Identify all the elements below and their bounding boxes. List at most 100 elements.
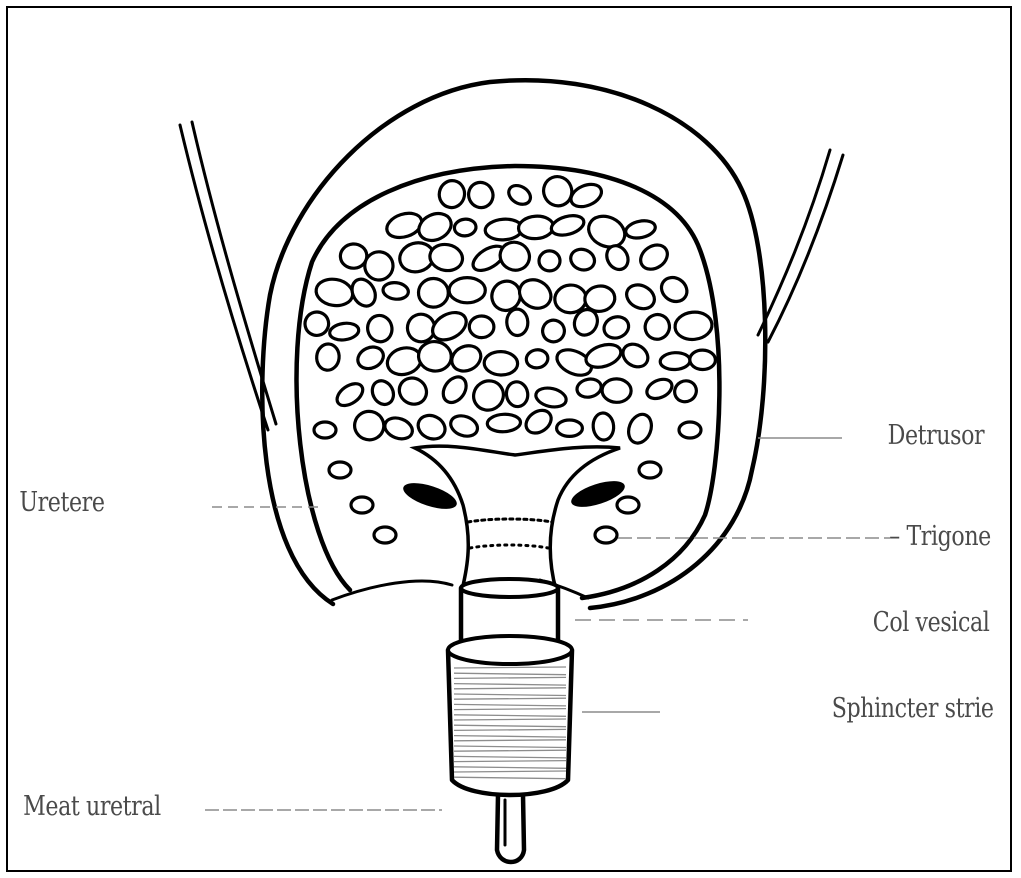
- trabecula-cell: [314, 422, 336, 438]
- urethra-tube: [497, 795, 524, 862]
- sphincter-fiber: [454, 750, 566, 751]
- trabecula-cell: [525, 348, 549, 369]
- trabecula-cell: [368, 377, 397, 408]
- trabecula-cell: [329, 462, 351, 478]
- sphincter-fiber: [454, 704, 566, 706]
- sphincter-fiber: [454, 667, 566, 668]
- trabecula-cell: [314, 276, 355, 308]
- sphincter-fiber: [454, 677, 566, 678]
- trabecula-cell: [414, 208, 455, 245]
- trabecula-cell: [660, 352, 691, 370]
- sphincter-fiber: [454, 694, 566, 696]
- trabecula-cell: [505, 380, 530, 408]
- label-detrusor: Detrusor: [888, 420, 985, 451]
- sphincter-fiber: [454, 715, 566, 717]
- trabecula-cell: [428, 242, 465, 274]
- trabecula-cell: [329, 321, 360, 341]
- trabecula-cell: [540, 317, 568, 345]
- trabecula-cell: [417, 339, 454, 373]
- sphincter-fiber: [454, 777, 566, 779]
- trabecula-cell: [623, 280, 659, 313]
- label-uretere: Uretere: [19, 487, 104, 518]
- trabecula-cell: [365, 313, 395, 344]
- label-meat-uretral: Meat uretral: [23, 791, 161, 822]
- trabecula-cell: [592, 412, 615, 441]
- trabecula-cell: [549, 212, 586, 238]
- trabecula-cell: [619, 340, 652, 372]
- trabecula-cell: [382, 414, 415, 442]
- trabecula-cell: [514, 274, 556, 313]
- trabecula-cell: [518, 215, 554, 240]
- trabecula-cell: [506, 309, 528, 336]
- trabecula-cell: [639, 462, 661, 478]
- sphincter-fiber: [454, 746, 566, 748]
- trabecula-cell: [601, 313, 631, 341]
- trabecula-cell: [315, 343, 340, 371]
- trabecula-cell: [625, 411, 656, 446]
- trabecula-cell: [303, 310, 331, 338]
- trabecula-cell: [568, 180, 605, 211]
- trabecula-cell: [449, 278, 485, 303]
- sphincter-fiber: [454, 767, 566, 769]
- trabecula-cell: [448, 341, 485, 376]
- trabecula-cell: [382, 281, 409, 300]
- trabecula-cell: [602, 378, 632, 402]
- trabecula-cell: [644, 376, 675, 403]
- trabecula-cell: [333, 379, 367, 410]
- sphincter-fiber: [454, 709, 566, 710]
- label-sphincter-strie: Sphincter strie: [832, 693, 994, 724]
- sphincter-fiber: [454, 729, 566, 730]
- sphincter-fiber: [454, 688, 566, 689]
- trabecula-cell: [363, 250, 394, 281]
- trabecula-cell: [354, 343, 386, 372]
- striated-sphincter: [448, 636, 572, 795]
- trabecula-cell: [484, 351, 518, 376]
- trabecula-cell: [465, 178, 497, 211]
- trabecula-cell: [496, 238, 534, 275]
- trabecula-cell: [557, 420, 583, 436]
- trabecula-cell: [636, 240, 672, 274]
- trabecula-cell: [468, 375, 509, 416]
- sphincter-fiber: [454, 756, 566, 758]
- trabecula-cell: [505, 182, 534, 208]
- trabecula-cell: [671, 377, 700, 406]
- trabecula-cell: [679, 422, 701, 438]
- trabecula-cell: [641, 310, 674, 343]
- trabecula-cell: [617, 497, 639, 513]
- sphincter-fiber: [454, 740, 566, 741]
- trabecula-cell: [674, 310, 714, 341]
- trabecula-cell: [539, 251, 560, 271]
- trabecula-cell: [595, 527, 617, 543]
- trabecula-cell: [414, 411, 449, 443]
- trabecula-cell: [575, 377, 603, 399]
- trabecula-cell: [584, 211, 630, 253]
- label-col-vesical: Col vesical: [873, 607, 990, 638]
- trabecula-cell: [428, 307, 471, 345]
- trabecula-cell: [374, 527, 396, 543]
- right-ureter: [758, 150, 843, 342]
- trabecula-cell: [689, 350, 715, 370]
- sphincter-fiber: [454, 684, 566, 686]
- sphincter-fiber: [454, 698, 566, 699]
- trabecula-cell: [487, 413, 521, 432]
- sphincter-fiber: [454, 771, 566, 772]
- trabecula-cell: [568, 246, 598, 273]
- trabecula-cell: [583, 340, 624, 371]
- trabecula-cell: [534, 385, 568, 409]
- trabecula-cell: [351, 497, 373, 513]
- trabecula-cell: [448, 412, 481, 439]
- trabecula-cell: [624, 218, 657, 240]
- trabecula-cell: [439, 373, 471, 407]
- trabecula-cell: [522, 406, 556, 438]
- trabecula-cell: [454, 218, 477, 237]
- trabecula-cell: [469, 316, 494, 338]
- sphincter-fiber: [454, 761, 566, 762]
- sphincter-fiber: [454, 725, 566, 727]
- trabecula-cell: [352, 409, 386, 443]
- label-trigone: – Trigone: [889, 521, 991, 552]
- trabecula-cell: [539, 172, 576, 210]
- trabecula-cell: [657, 273, 692, 307]
- trabecula-cell: [437, 178, 467, 209]
